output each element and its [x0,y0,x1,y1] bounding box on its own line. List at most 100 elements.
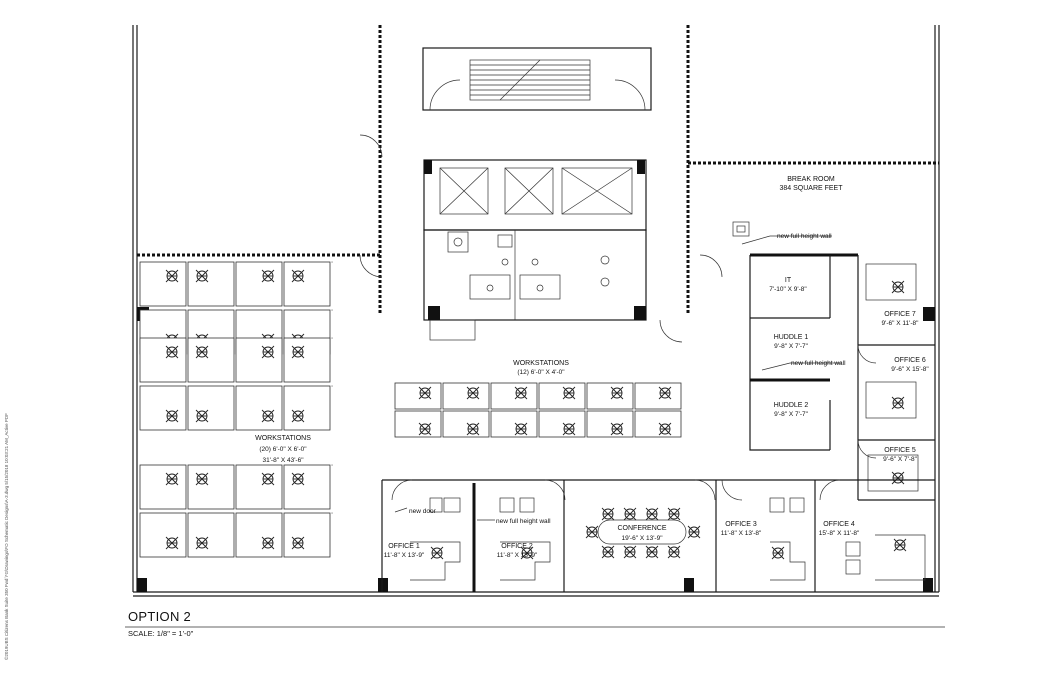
workstation-pod [283,337,331,383]
workstation-pod [538,382,586,410]
office6-size: 9'-6" X 15'-8" [891,366,929,373]
workstation-pod [139,385,187,431]
chair-symbol [667,545,681,559]
plan-scale: SCALE: 1/8" = 1'-0" [128,629,194,638]
chair-symbol [601,507,615,521]
chair-symbol [165,269,179,283]
workstation-pod [187,261,235,307]
office3-size: 11'-8" X 13'-8" [721,530,762,537]
workstation-pod [187,512,235,558]
chair-symbol [667,507,681,521]
workstations-center-count: (12) 6'-0" X 4'-0" [517,369,565,376]
chair-symbol [562,422,576,436]
workstation-pod [235,337,283,383]
chair-symbol [601,545,615,559]
chair-symbol [623,545,637,559]
workstations-left-count: (20) 6'-0" X 6'-0" [259,446,307,453]
chair-symbol [291,409,305,423]
office7-name: OFFICE 7 [884,311,916,318]
workstation-pod [283,261,331,307]
chair-symbol [418,386,432,400]
workstation-pod [235,512,283,558]
chair-symbol [261,472,275,486]
it-room-name: IT [785,277,792,284]
chair-symbol [514,386,528,400]
workstation-pod [538,410,586,438]
chair-symbol [195,536,209,550]
chair-symbol [687,525,701,539]
break-room-area: 384 SQUARE FEET [779,185,843,192]
workstation-pod [586,410,634,438]
plan-title: OPTION 2 [128,609,191,624]
chair-symbol [891,471,905,485]
workstation-pod [187,337,235,383]
workstation-pod [394,382,442,410]
callout-new-door: new door [409,508,437,515]
callout-full-wall-c: new full height wall [496,518,551,525]
huddle2-size: 9'-8" X 7'-7" [774,411,809,418]
office1-size: 11'-8" X 13'-9" [384,552,425,559]
chair-symbol [291,345,305,359]
chair-symbol [771,546,785,560]
chair-symbol [430,546,444,560]
stair [422,47,652,111]
office7-size: 9'-6" X 11'-8" [882,320,920,327]
bottom-rooms [381,479,935,592]
office5-name: OFFICE 5 [884,447,916,454]
chair-symbol [891,280,905,294]
chair-symbol [645,507,659,521]
chair-symbol [291,269,305,283]
callout-full-wall-b: new full height wall [791,360,846,367]
workstations-left-name: WORKSTATIONS [255,435,311,442]
chair-symbol [261,409,275,423]
chair-symbol [520,546,534,560]
workstation-pod [139,337,187,383]
core-dashed-walls [137,25,939,315]
restrooms [423,229,647,341]
workstation-pod [235,385,283,431]
workstation-pod [235,261,283,307]
workstation-pod [187,464,235,510]
chair-symbol [514,422,528,436]
workstation-pod [283,385,331,431]
chair-symbol [291,472,305,486]
chair-symbol [418,422,432,436]
chair-symbol [261,345,275,359]
workstation-pod [394,410,442,438]
chair-symbol [261,269,275,283]
workstation-pod [586,382,634,410]
chair-symbol [195,472,209,486]
chair-symbol [165,345,179,359]
chair-symbol [623,507,637,521]
elevators [423,159,647,231]
workstation-pod [283,512,331,558]
chair-symbol [165,409,179,423]
office5-size: 9'-6" X 7'-8" [883,456,918,463]
it-room-size: 7'-10" X 9'-8" [769,286,807,293]
workstations-center-cluster [394,382,682,438]
office1-name: OFFICE 1 [388,543,420,550]
chair-symbol [291,536,305,550]
workstation-pod [490,382,538,410]
workstation-pod [634,382,682,410]
drawing-file-note: ©2019UBS Citizens Bank Suite 350 Fwd \*G… [3,413,9,660]
chair-symbol [195,269,209,283]
workstation-pod [235,464,283,510]
workstation-pod [283,464,331,510]
workstation-pod [187,385,235,431]
office6-name: OFFICE 6 [894,357,926,364]
huddle2-name: HUDDLE 2 [774,402,809,409]
huddle1-name: HUDDLE 1 [774,334,809,341]
workstation-pod [490,410,538,438]
chair-symbol [562,386,576,400]
office4-name: OFFICE 4 [823,521,855,528]
office4-size: 15'-8" X 11'-8" [819,530,860,537]
chair-symbol [585,525,599,539]
chair-symbol [195,345,209,359]
chair-symbol [658,422,672,436]
workstations-left-size: 31'-8" X 43'-6" [262,457,304,464]
workstations-center-name: WORKSTATIONS [513,360,569,367]
office3-name: OFFICE 3 [725,521,757,528]
chair-symbol [893,538,907,552]
